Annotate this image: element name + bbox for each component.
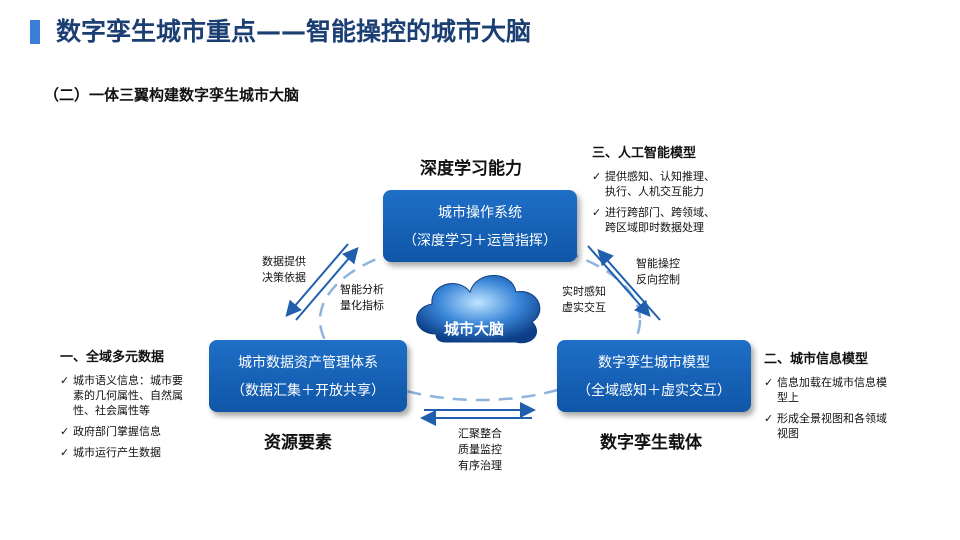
arrow-left-outer bbox=[285, 243, 349, 318]
panel-data-heading: 一、全域多元数据 bbox=[60, 350, 165, 365]
arrow-left-inner bbox=[295, 246, 359, 321]
title-accent-bar bbox=[30, 20, 40, 44]
list-item: ✓ 进行跨部门、跨领域、跨区域即时数据处理 bbox=[592, 206, 715, 234]
check-icon: ✓ bbox=[592, 170, 602, 183]
label-resource: 资源要素 bbox=[264, 433, 332, 453]
panel-multi-data: 一、全域多元数据 ✓ 城市语义信息：城市要素的几何属性、自然属性、社会属性等 ✓… bbox=[60, 346, 210, 460]
box-city-os: 城市操作系统 （深度学习＋运营指挥） bbox=[383, 190, 577, 262]
check-icon: ✓ bbox=[60, 374, 70, 387]
panel-ai-heading: 三、人工智能模型 bbox=[592, 146, 697, 161]
box-city-os-sub: （深度学习＋运营指挥） bbox=[403, 233, 557, 249]
note-left-outer: 数据提供决策依据 bbox=[262, 255, 306, 284]
note-left-inner: 智能分析量化指标 bbox=[340, 283, 384, 312]
check-icon: ✓ bbox=[60, 425, 70, 438]
list-item: ✓ 城市运行产生数据 bbox=[60, 446, 161, 459]
list-item: ✓ 信息加载在城市信息模型上 bbox=[764, 376, 887, 404]
check-icon: ✓ bbox=[764, 376, 774, 389]
box-twin-model-sub: （全域感知＋虚实交互） bbox=[577, 383, 731, 399]
box-data-assets: 城市数据资产管理体系 （数据汇集＋开放共享） bbox=[209, 340, 407, 412]
list-item: ✓ 政府部门掌握信息 bbox=[60, 425, 161, 438]
note-bottom: 汇聚整合质量监控有序治理 bbox=[458, 427, 502, 472]
box-city-os-title: 城市操作系统 bbox=[438, 205, 522, 221]
box-twin-model: 数字孪生城市模型 （全域感知＋虚实交互） bbox=[557, 340, 751, 412]
box-data-assets-sub: （数据汇集＋开放共享） bbox=[231, 383, 385, 399]
note-right-outer: 智能操控反向控制 bbox=[636, 257, 680, 286]
note-right-inner: 实时感知虚实交互 bbox=[562, 285, 606, 314]
check-icon: ✓ bbox=[764, 412, 774, 425]
label-twin-carrier: 数字孪生载体 bbox=[600, 433, 702, 453]
box-data-assets-title: 城市数据资产管理体系 bbox=[238, 355, 378, 371]
check-icon: ✓ bbox=[60, 446, 70, 459]
label-deep-learning: 深度学习能力 bbox=[420, 159, 522, 179]
list-item: ✓ 形成全景视图和各领域视图 bbox=[764, 412, 887, 440]
list-item: ✓ 提供感知、认知推理、执行、人机交互能力 bbox=[592, 170, 715, 198]
panel-info-heading: 二、城市信息模型 bbox=[764, 352, 869, 367]
panel-ai-model: 三、人工智能模型 ✓ 提供感知、认知推理、执行、人机交互能力 ✓ 进行跨部门、跨… bbox=[592, 142, 752, 235]
cloud-icon bbox=[416, 275, 541, 344]
page-title: 数字孪生城市重点——智能操控的城市大脑 bbox=[56, 17, 532, 46]
center-label: 城市大脑 bbox=[444, 320, 505, 338]
check-icon: ✓ bbox=[592, 206, 602, 219]
box-twin-model-title: 数字孪生城市模型 bbox=[598, 355, 710, 371]
list-item: ✓ 城市语义信息：城市要素的几何属性、自然属性、社会属性等 bbox=[60, 374, 183, 417]
section-subtitle: （二）一体三翼构建数字孪生城市大脑 bbox=[44, 86, 300, 104]
panel-city-info: 二、城市信息模型 ✓ 信息加载在城市信息模型上 ✓ 形成全景视图和各领域视图 bbox=[764, 348, 914, 441]
arrow-right-inner bbox=[597, 249, 661, 321]
